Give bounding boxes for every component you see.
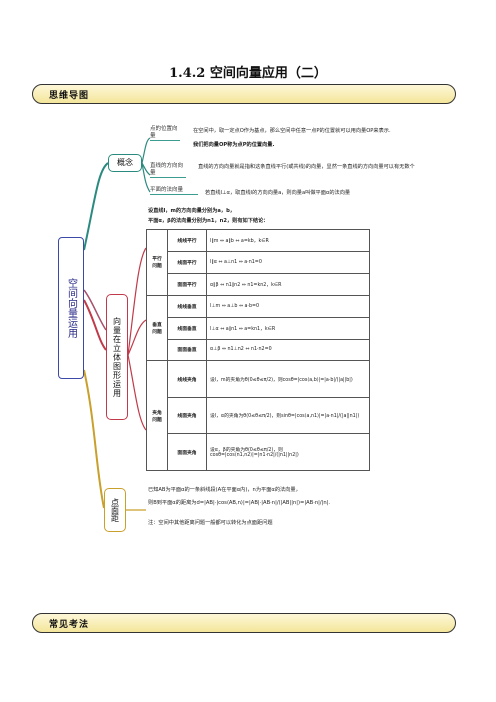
point-plane-node: 点面距 bbox=[104, 488, 126, 532]
row-formula: α∥β ⇔ n1∥n2 ⇔ n1=kn2，k∈R bbox=[206, 272, 370, 296]
row-name: 面面垂直 bbox=[167, 338, 207, 362]
section-bar-exam: 常见考法 bbox=[32, 613, 456, 633]
group-name: 平行问题 bbox=[146, 229, 168, 296]
point-plane-text: 已知AB为平面α的一条斜线段(A在平面α内)，n为平面α的法向量， bbox=[148, 487, 301, 493]
vector-app-node: 向量在立体图形运用 bbox=[106, 294, 128, 420]
group-name: 夹角问题 bbox=[146, 360, 168, 471]
concept-item-text: 直线的方向向量就是指和这条直线平行(或共线)的向量，显然一条直线的方向向量可以有… bbox=[198, 164, 415, 170]
row-name: 线面垂直 bbox=[167, 316, 207, 340]
section-title: 思维导图 bbox=[49, 91, 90, 101]
row-formula: 设l，α的夹角为θ(0≤θ≤π/2)，则sinθ=|cos⟨a,n1⟩|=|a·… bbox=[206, 396, 370, 435]
row-formula: l∥m ⇔ a∥b ⇔ a=kb，k∈R bbox=[206, 229, 370, 252]
row-formula: α⊥β ⇔ n1⊥n2 ⇔ n1·n2=0 bbox=[206, 338, 370, 362]
group-name: 垂直问题 bbox=[146, 294, 168, 362]
row-name: 线线夹角 bbox=[167, 360, 207, 398]
concept-item-label: 点的位置向量 bbox=[150, 126, 180, 141]
point-plane-note: 注：空间中其他距离问题一般都可以转化为点面距问题 bbox=[148, 520, 273, 526]
concept-node: 概念 bbox=[108, 154, 142, 172]
row-name: 线面平行 bbox=[167, 250, 207, 274]
page-title: 1.4.2 空间向量应用（二） bbox=[169, 66, 327, 81]
row-formula: l⊥m ⇔ a⊥b ⇔ a·b=0 bbox=[206, 294, 370, 318]
concept-item-label: 平面的法向量 bbox=[150, 187, 198, 195]
concept-item-text: 我们把向量OP称为点P的位置向量. bbox=[193, 142, 275, 148]
concept-item-text: 若直线l⊥α，取直线l的方向向量a，则向量a叫做平面α的法向量 bbox=[205, 190, 351, 196]
row-formula: 设l，m的夹角为θ(0≤θ≤π/2)，则cosθ=|cos⟨a,b⟩|=|a·b… bbox=[206, 360, 370, 398]
vector-table: 平行问题 线线平行 l∥m ⇔ a∥b ⇔ a=kb，k∈R 线面平行 l∥α … bbox=[146, 229, 370, 471]
row-formula: l∥α ⇔ a⊥n1 ⇔ a·n1=0 bbox=[206, 250, 370, 274]
row-name: 面面夹角 bbox=[167, 433, 207, 471]
section-bar-mindmap: 思维导图 bbox=[32, 84, 456, 104]
mindmap-root: 空间向量运用 bbox=[58, 237, 84, 379]
row-name: 面面平行 bbox=[167, 272, 207, 296]
vector-intro: 平面α，β的法向量分别为n1，n2，则有如下结论： bbox=[148, 218, 269, 224]
row-name: 线线平行 bbox=[167, 229, 207, 252]
row-formula: l⊥α ⇔ a∥n1 ⇔ a=kn1，k∈R bbox=[206, 316, 370, 340]
concept-item-text: 在空间中，取一定点O作为基点，那么空间中任意一点P的位置就可以用向量OP来表示. bbox=[193, 128, 391, 134]
row-name: 线线垂直 bbox=[167, 294, 207, 318]
concept-item-label: 直线的方向向量 bbox=[150, 163, 186, 178]
row-formula: 设α，β的夹角为θ(0≤θ≤π/2)，则cosθ=|cos⟨n1,n2⟩|=|n… bbox=[206, 433, 370, 471]
point-plane-formula: 则B到平面α的距离为d=|AB|·|cos⟨AB,n⟩|=|AB|·|AB·n|… bbox=[148, 500, 331, 506]
section-title: 常见考法 bbox=[49, 620, 90, 630]
row-name: 线面夹角 bbox=[167, 396, 207, 435]
vector-intro: 设直线l，m的方向向量分别为a，b， bbox=[148, 208, 236, 214]
